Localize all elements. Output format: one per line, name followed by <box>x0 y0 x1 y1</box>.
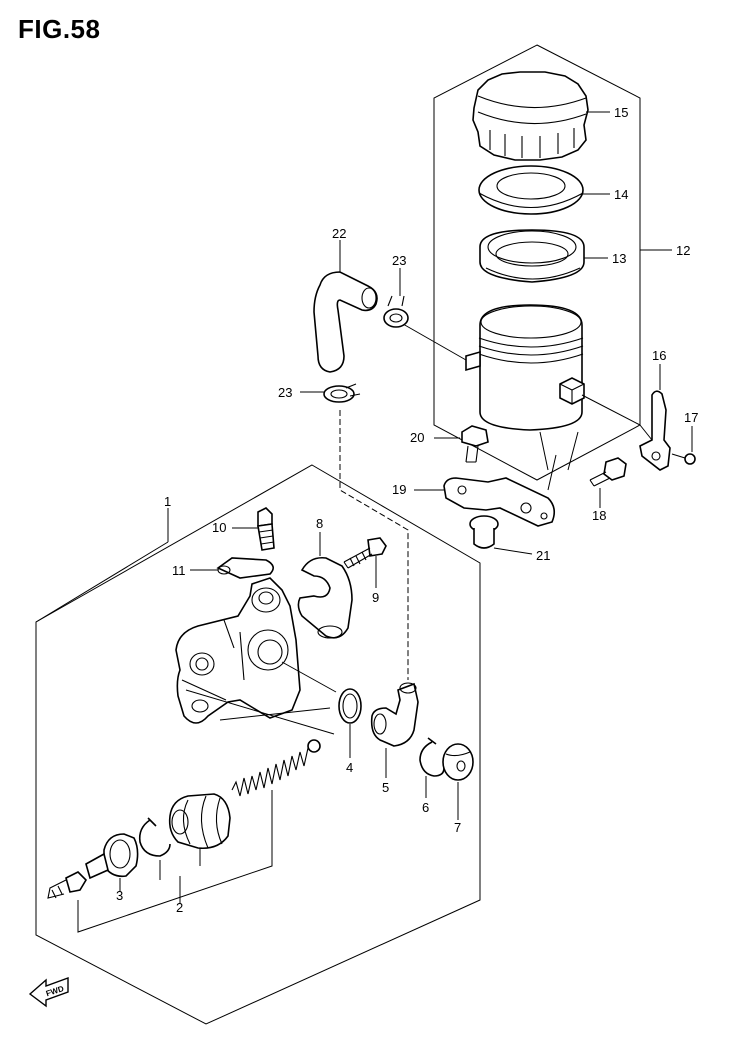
callout-12: 12 <box>676 243 690 258</box>
callout-13: 13 <box>612 251 626 266</box>
body-leader-lines <box>185 661 337 735</box>
bolt-part-18[interactable] <box>589 457 627 487</box>
reservoir-bracket-part-16[interactable] <box>639 390 671 471</box>
hose-clip-part-23-lower[interactable] <box>323 383 361 403</box>
callout-15: 15 <box>614 105 628 120</box>
bleeder-valve-part-10[interactable] <box>257 507 275 551</box>
bleeder-cap-part-11[interactable] <box>216 557 274 579</box>
push-rod-set-part-3[interactable] <box>47 833 139 899</box>
hose-part-22[interactable] <box>313 271 378 373</box>
reservoir-cap-part-15[interactable] <box>472 71 589 161</box>
callout-18: 18 <box>592 508 606 523</box>
callout-7: 7 <box>454 820 461 835</box>
callout-20: 20 <box>410 430 424 445</box>
callout-5: 5 <box>382 780 389 795</box>
o-ring-part-4[interactable] <box>338 688 362 724</box>
callout-1: 1 <box>164 494 171 509</box>
bolt-part-9[interactable] <box>343 537 387 569</box>
bracket-leader <box>639 424 653 441</box>
reservoir-body-part-12[interactable] <box>465 304 585 431</box>
callout-3: 3 <box>116 888 123 903</box>
holder-part-8[interactable] <box>297 556 353 639</box>
callout-19: 19 <box>392 482 406 497</box>
collar-part-21[interactable] <box>469 515 499 549</box>
screw-part-17[interactable] <box>671 453 696 465</box>
callout-17: 17 <box>684 410 698 425</box>
bolt-part-20[interactable] <box>461 425 489 463</box>
callout-leader-lines <box>35 111 693 904</box>
callout-11: 11 <box>172 563 186 578</box>
callout-6: 6 <box>422 800 429 815</box>
hose-guide-part-19[interactable] <box>443 477 556 527</box>
hose-clip-part-23-upper[interactable] <box>383 295 409 328</box>
callout-9: 9 <box>372 590 379 605</box>
diaphragm-part-13[interactable] <box>479 229 585 283</box>
reservoir-assembly-outline <box>433 44 641 481</box>
reservoir-leader-lines <box>395 319 641 491</box>
callout-4: 4 <box>346 760 353 775</box>
callout-14: 14 <box>614 187 628 202</box>
forward-arrow-icon: FWD <box>28 977 69 1008</box>
figure-title: FIG.58 <box>18 14 101 44</box>
master-cylinder-assembly-outline <box>35 464 481 1025</box>
callout-8: 8 <box>316 516 323 531</box>
master-cylinder-body-part-1[interactable] <box>175 577 301 724</box>
callout-numbers: 15 14 13 12 16 17 18 19 20 21 22 23 23 1… <box>116 105 698 915</box>
hose-joint-part-5[interactable] <box>370 682 419 747</box>
diaphragm-plate-part-14[interactable] <box>478 165 584 215</box>
piston-cup-set-part-2[interactable] <box>138 739 321 857</box>
circlip-part-6[interactable] <box>419 737 445 777</box>
callout-16: 16 <box>652 348 666 363</box>
hose-routing-line <box>339 410 409 680</box>
boot-part-7[interactable] <box>442 743 474 781</box>
callout-22: 22 <box>332 226 346 241</box>
parts-2-3-bracket-lines <box>77 790 273 933</box>
callout-21: 21 <box>536 548 550 563</box>
callout-10: 10 <box>212 520 226 535</box>
callout-23-upper: 23 <box>392 253 406 268</box>
callout-2: 2 <box>176 900 183 915</box>
callout-23-lower: 23 <box>278 385 292 400</box>
